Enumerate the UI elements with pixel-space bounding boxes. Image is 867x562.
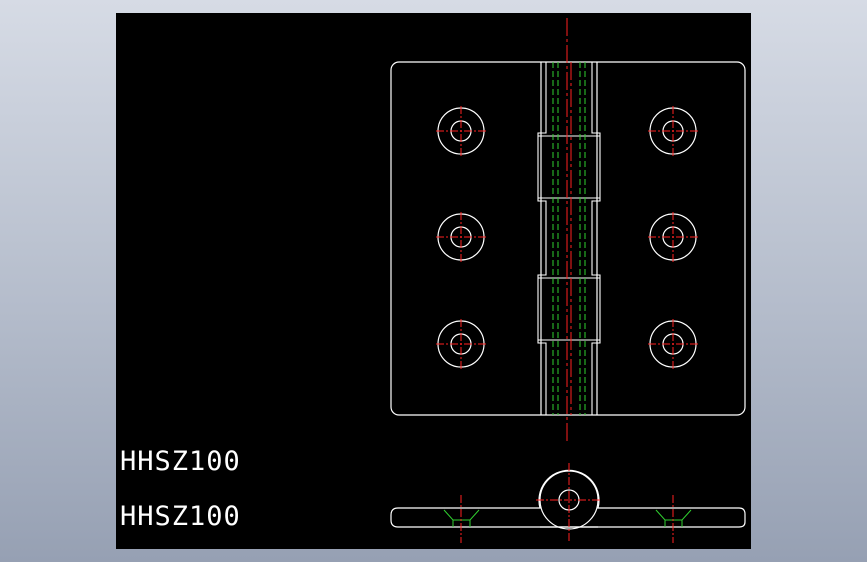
knuckle-joint-right [591,62,601,415]
hidden-pin-lines [552,62,586,415]
screw-hole-right-3 [648,319,698,369]
screw-hole-right-1 [648,106,698,156]
side-leaf-profile [390,469,746,528]
hinge-side-view [390,463,746,543]
knuckle-joint-left [537,62,547,415]
hinge-drawing [390,18,746,543]
part-label-bottom: HHSZ100 [120,501,241,532]
screw-hole-left-2 [436,212,486,262]
hinge-outline [390,61,746,416]
part-label-top: HHSZ100 [120,446,241,477]
screw-hole-left-1 [436,106,486,156]
hinge-front-view [390,18,746,441]
drawing-canvas: HHSZ100 HHSZ100 [116,13,751,549]
screw-hole-left-3 [436,319,486,369]
knuckle-separators [538,135,600,341]
screw-hole-right-2 [648,212,698,262]
